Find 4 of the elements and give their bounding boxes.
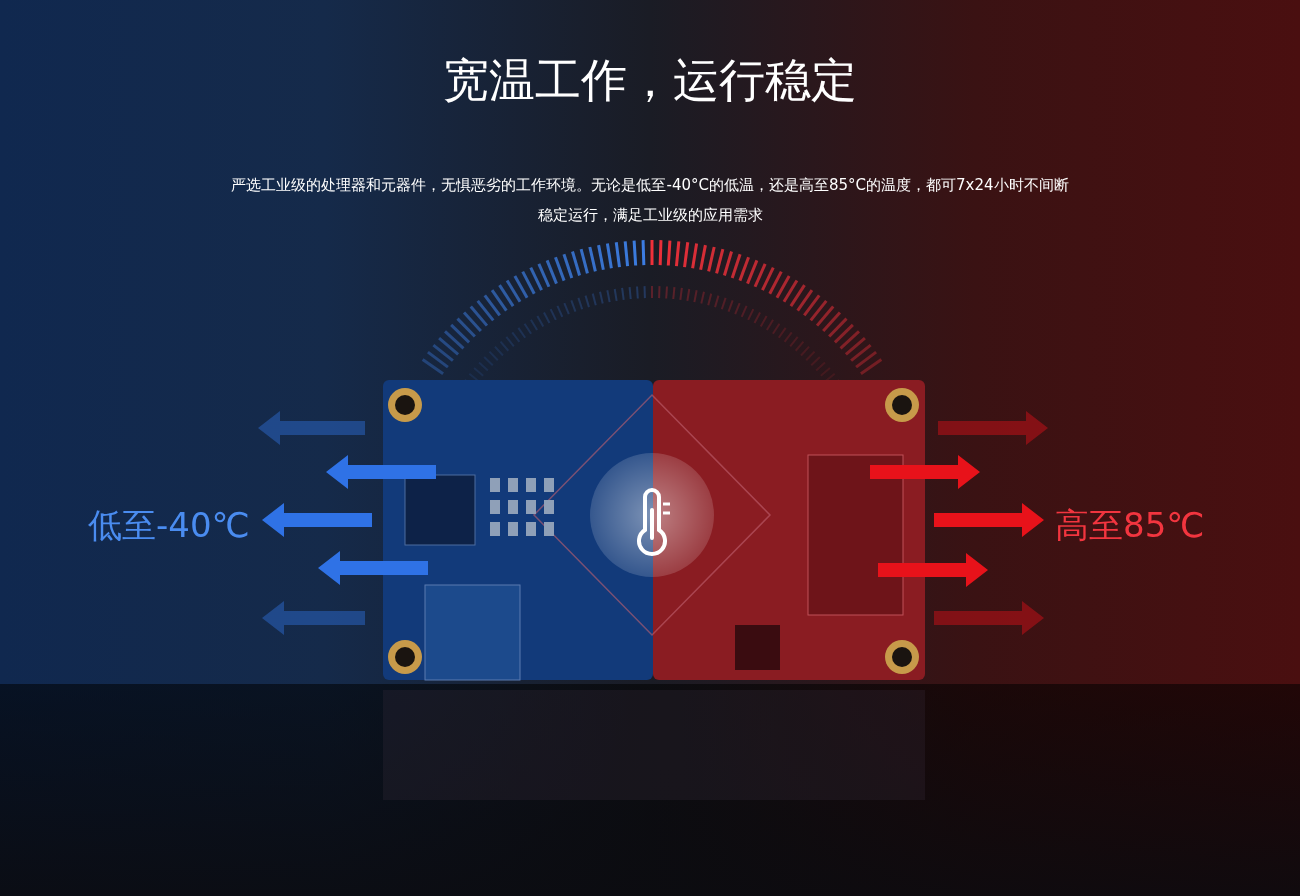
temperature-label: 低至-40℃ xyxy=(88,504,250,547)
heading: 宽温工作，运行稳定 xyxy=(443,52,857,109)
temperature-label: 高至85℃ xyxy=(1055,504,1205,547)
description-text: 严选工业级的处理器和元器件，无惧恶劣的工作环境。无论是低至-40°C的低温，还是高至85°C的温度，都可7x24小时不间断稳定运行，满足工业级的应用需求 xyxy=(230,175,1070,226)
